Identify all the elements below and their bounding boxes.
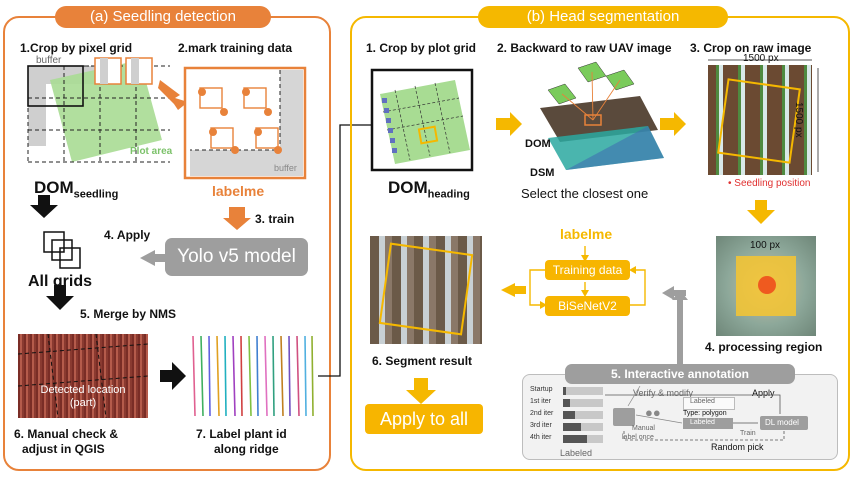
- a-step6-line1: 6. Manual check &: [14, 427, 119, 441]
- seedling-dot: [758, 276, 776, 294]
- a-all-grids-label: All grids: [28, 273, 93, 290]
- panel-a-title: (a) Seedling detection: [55, 6, 271, 28]
- manual-line1: Manual: [632, 425, 655, 432]
- a-dom-seedling: DOMseedling: [34, 178, 119, 201]
- a-buffer-label: buffer: [36, 55, 62, 66]
- iter-label: Startup: [530, 386, 553, 393]
- iter-bar-fill: [563, 423, 581, 431]
- a-step5-label: 5. Merge by NMS: [80, 307, 177, 321]
- iter-label: 2nd iter: [530, 410, 554, 417]
- b-dsm-layer-label: DSM: [530, 167, 555, 179]
- segment-result-image: [370, 236, 482, 344]
- bisenet-box: BiSeNetV2: [545, 296, 630, 316]
- b-dom-heading: DOMheading: [388, 178, 470, 201]
- iter-bar-fill: [563, 387, 567, 395]
- verify-modify-label: Verify & modify: [633, 388, 694, 398]
- people-icon: ●●: [645, 405, 661, 420]
- b-step1-label: 1. Crop by plot grid: [366, 41, 476, 55]
- iter-bar: [563, 423, 603, 431]
- train-label: Train: [740, 430, 756, 437]
- a-step6-line2: adjust in QGIS: [22, 442, 105, 456]
- labeled-top-label: Labeled: [690, 398, 715, 405]
- iter-bar-fill: [563, 435, 587, 443]
- a-step2-label: 2.mark training data: [178, 41, 293, 55]
- detected-location-text: Detected location: [40, 384, 126, 396]
- random-pick-label: Random pick: [711, 442, 764, 452]
- a-buffer-label2: buffer: [274, 163, 297, 173]
- b-1500-h: 1500 px: [743, 53, 779, 64]
- iter-bar-fill: [563, 411, 575, 419]
- iter-bar: [563, 399, 603, 407]
- a-step3-label: 3. train: [255, 212, 295, 226]
- labeled-top-box: [683, 397, 735, 410]
- iter-label: 3rd iter: [530, 422, 552, 429]
- iter-label: 4th iter: [530, 434, 552, 441]
- detected-location-sub: (part): [69, 397, 97, 409]
- panel-b-title: (b) Head segmentation: [478, 6, 728, 28]
- a-step1-label: 1.Crop by pixel grid: [20, 41, 133, 55]
- labeled-mid-box: [683, 418, 733, 429]
- iter-bar: [563, 411, 603, 419]
- b-100px: 100 px: [750, 240, 781, 251]
- iter-bar-fill: [563, 399, 571, 407]
- a-labelme-label: labelme: [212, 183, 265, 199]
- b-dom-layer-label: DOM: [525, 138, 551, 150]
- plant-id-image: [187, 334, 317, 418]
- b-step3-label: 3. Crop on raw image: [690, 41, 812, 55]
- dl-model-box: [760, 416, 808, 430]
- b-step5-label: 5. Interactive annotation: [565, 364, 795, 384]
- labeled-mid-label: Labeled: [690, 419, 715, 426]
- image-icon: [613, 408, 635, 426]
- iter-label: 1st iter: [530, 398, 552, 405]
- a-plot-area-label: Plot area: [130, 146, 173, 157]
- type-polygon-label: Type: polygon: [683, 410, 727, 417]
- b-step4-label: 4. processing region: [705, 340, 823, 354]
- plot-area-shape: [50, 60, 162, 162]
- apply-label: Apply: [752, 388, 775, 398]
- iter-bar: [563, 387, 603, 395]
- labeled-bottom-label: Labeled: [560, 448, 593, 458]
- a-step7-line1: 7. Label plant id: [196, 427, 287, 441]
- iter-bar: [563, 435, 603, 443]
- training-data-box: Training data: [545, 260, 630, 280]
- dl-model-label: DL model: [765, 418, 799, 427]
- detected-location-image: Detected location (part): [18, 334, 148, 418]
- a-step7-line2: along ridge: [214, 442, 279, 456]
- b-step6-label: 6. Segment result: [372, 354, 473, 368]
- a-step4-label: 4. Apply: [104, 228, 151, 242]
- raw-image-crop: [708, 65, 812, 175]
- manual-line2: label once: [622, 434, 654, 441]
- b-labelme-label: labelme: [560, 226, 613, 242]
- apply-to-all-box: Apply to all: [365, 404, 483, 434]
- yolo-model-box: Yolo v5 model: [165, 238, 308, 276]
- processing-region-image: [716, 236, 816, 336]
- b-closest-label: Select the closest one: [521, 186, 649, 201]
- b-step2-label: 2. Backward to raw UAV image: [497, 41, 672, 55]
- b-seedling-position: • Seedling position: [728, 178, 811, 189]
